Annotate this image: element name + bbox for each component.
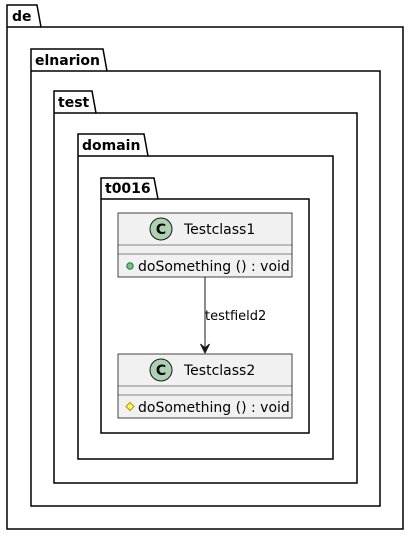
package-title-elnarion: elnarion (35, 53, 100, 69)
class-name-testclass1: Testclass1 (183, 222, 255, 238)
association-arrow: testfield2 (200, 277, 266, 355)
package-title-t0016: t0016 (105, 181, 151, 197)
arrowhead-icon (200, 343, 210, 355)
package-de: de (6, 4, 404, 530)
class-testclass1[interactable]: C Testclass1 doSomething () : void (117, 212, 293, 278)
class-name-testclass2: Testclass2 (183, 363, 255, 379)
class-stereotype-letter: C (156, 222, 166, 238)
package-test: test (53, 90, 358, 484)
method-testclass1-dosomething: doSomething () : void (138, 259, 290, 275)
class-testclass2[interactable]: C Testclass2 doSomething () : void (117, 353, 293, 419)
association-label: testfield2 (205, 309, 266, 324)
package-title-test: test (58, 95, 90, 111)
package-elnarion: elnarion (30, 48, 381, 507)
class-stereotype-circle (149, 217, 173, 241)
package-t0016: t0016 (100, 177, 310, 434)
package-title-de: de (12, 9, 32, 25)
public-visibility-icon (126, 262, 134, 270)
class-stereotype-circle (149, 358, 173, 382)
method-testclass2-dosomething: doSomething () : void (138, 400, 290, 416)
class-stereotype-letter: C (156, 363, 166, 379)
protected-visibility-icon (125, 401, 135, 412)
package-title-domain: domain (82, 138, 140, 154)
package-domain: domain (77, 133, 334, 460)
